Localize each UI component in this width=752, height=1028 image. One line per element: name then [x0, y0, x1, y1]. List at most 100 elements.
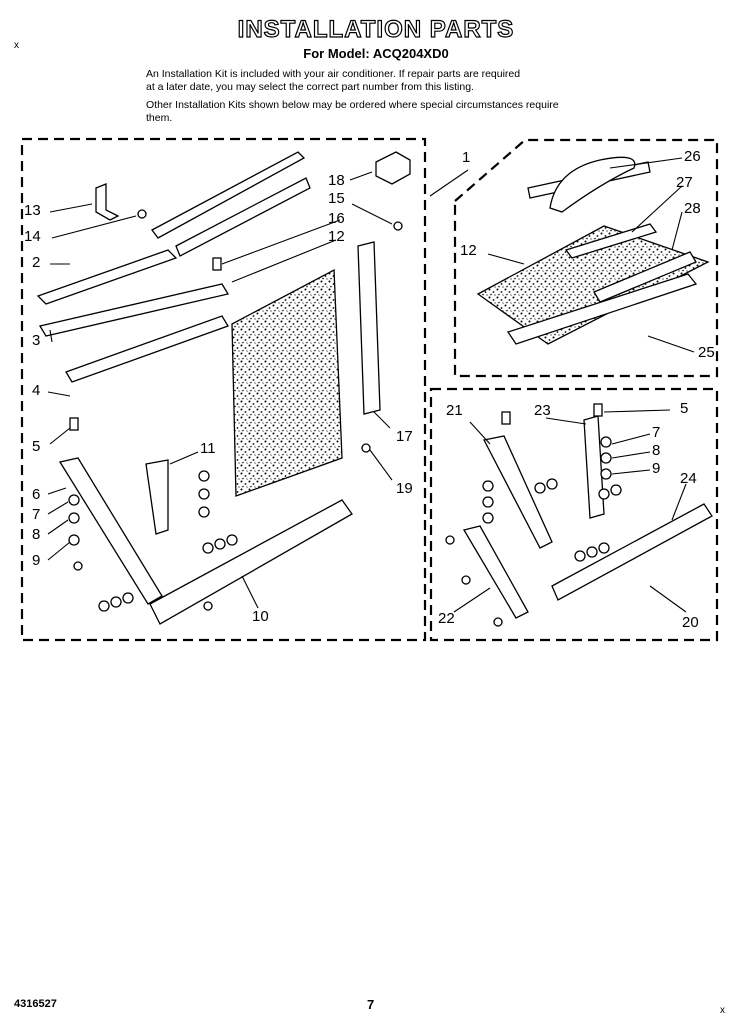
brace-part-21 — [483, 435, 553, 549]
callout-9: 9 — [32, 552, 41, 569]
intro-text-line: at a later date, you may select the corr… — [146, 81, 474, 93]
page-number: 7 — [367, 997, 375, 1012]
washer-part-7b — [600, 436, 612, 448]
upper-kit-frame — [453, 138, 719, 378]
callout-27: 27 — [676, 174, 693, 191]
callout-13: 13 — [24, 202, 41, 219]
screw-part-16 — [212, 257, 222, 271]
screw-part — [445, 535, 455, 545]
washer-part-7 — [68, 494, 80, 506]
nut-part — [202, 542, 214, 554]
callout-22: 22 — [438, 610, 455, 627]
foam-panel-part-12 — [231, 268, 343, 497]
callout-1: 1 — [462, 149, 471, 166]
nut-part — [122, 592, 134, 604]
callout-19: 19 — [396, 480, 413, 497]
nut-part — [482, 480, 494, 492]
callout-11: 11 — [200, 440, 216, 457]
top-rail-channel — [175, 177, 311, 257]
callout-12: 12 — [328, 228, 345, 245]
callout-25: 25 — [698, 344, 715, 361]
support-part-10 — [149, 499, 353, 625]
nut-part — [482, 496, 494, 508]
callout-16: 16 — [328, 210, 345, 227]
corner-mark: x — [14, 40, 19, 51]
nut-part — [598, 542, 610, 554]
callout-5b: 5 — [680, 400, 689, 417]
nut-part — [110, 596, 122, 608]
intro-text-line: them. — [146, 112, 173, 124]
rail-part-4 — [65, 315, 229, 383]
screw-part-15 — [393, 221, 403, 231]
strip-part-28 — [593, 251, 697, 303]
intro-text-line: Other Installation Kits shown below may … — [146, 99, 559, 111]
screw-part — [493, 617, 503, 627]
washer-part — [198, 470, 210, 482]
nut-part — [574, 550, 586, 562]
nut-part — [534, 482, 546, 494]
callout-10: 10 — [252, 608, 269, 625]
callout-26: 26 — [684, 148, 701, 165]
nut-part-9b — [600, 468, 612, 480]
callout-20: 20 — [682, 614, 699, 631]
channel-part-17 — [357, 241, 381, 415]
nut-part — [586, 546, 598, 558]
top-rail — [151, 151, 306, 239]
screw-part — [461, 575, 471, 585]
callout-12b: 12 — [460, 242, 477, 259]
rail-part-2 — [36, 249, 178, 305]
model-line: For Model: ACQ204XD0 — [303, 46, 449, 61]
nut-part — [98, 600, 110, 612]
callout-9b: 9 — [652, 460, 661, 477]
callout-21: 21 — [446, 402, 463, 419]
intro-text-line: An Installation Kit is included with you… — [146, 68, 521, 80]
callout-23: 23 — [534, 402, 551, 419]
screw-part — [501, 411, 511, 425]
callout-5: 5 — [32, 438, 41, 455]
main-kit-frame — [20, 137, 427, 642]
corner-mark: x — [720, 1005, 725, 1016]
callout-6: 6 — [32, 486, 41, 503]
bracket-part-13 — [95, 183, 120, 221]
nut-part — [226, 534, 238, 546]
callout-24: 24 — [680, 470, 697, 487]
nut-part — [546, 478, 558, 490]
brace-part-23 — [583, 415, 605, 519]
washer-part — [198, 488, 210, 500]
callout-8: 8 — [32, 526, 41, 543]
document-number: 4316527 — [14, 998, 57, 1010]
callout-28: 28 — [684, 200, 701, 217]
block-part-18 — [375, 151, 411, 185]
screw-part-14 — [137, 209, 147, 219]
screw-part — [73, 561, 83, 571]
brace-part-6 — [58, 457, 163, 605]
screw-part-5b — [593, 403, 603, 417]
callout-15: 15 — [328, 190, 345, 207]
callout-18: 18 — [328, 172, 345, 189]
callout-4: 4 — [32, 382, 41, 399]
callout-7b: 7 — [652, 424, 661, 441]
nut-part — [610, 484, 622, 496]
callout-14: 14 — [24, 228, 41, 245]
screw-part-5 — [69, 417, 79, 431]
seal-loop-part-26 — [549, 156, 636, 213]
nut-part-9 — [68, 534, 80, 546]
screw-part — [203, 601, 213, 611]
nut-part — [598, 488, 610, 500]
callout-7: 7 — [32, 506, 41, 523]
lower-kit-frame — [429, 387, 719, 642]
support-part-24 — [551, 503, 713, 601]
callout-3: 3 — [32, 332, 41, 349]
washer-part-8b — [600, 452, 612, 464]
callout-8b: 8 — [652, 442, 661, 459]
callout-2: 2 — [32, 254, 41, 271]
callout-17: 17 — [396, 428, 413, 445]
page-title: INSTALLATION PARTS — [237, 15, 515, 43]
bracket-part-22 — [462, 525, 529, 619]
nut-part — [214, 538, 226, 550]
nut-part — [482, 512, 494, 524]
bracket-part-11 — [145, 459, 169, 535]
nut-part — [198, 506, 210, 518]
washer-part-8 — [68, 512, 80, 524]
